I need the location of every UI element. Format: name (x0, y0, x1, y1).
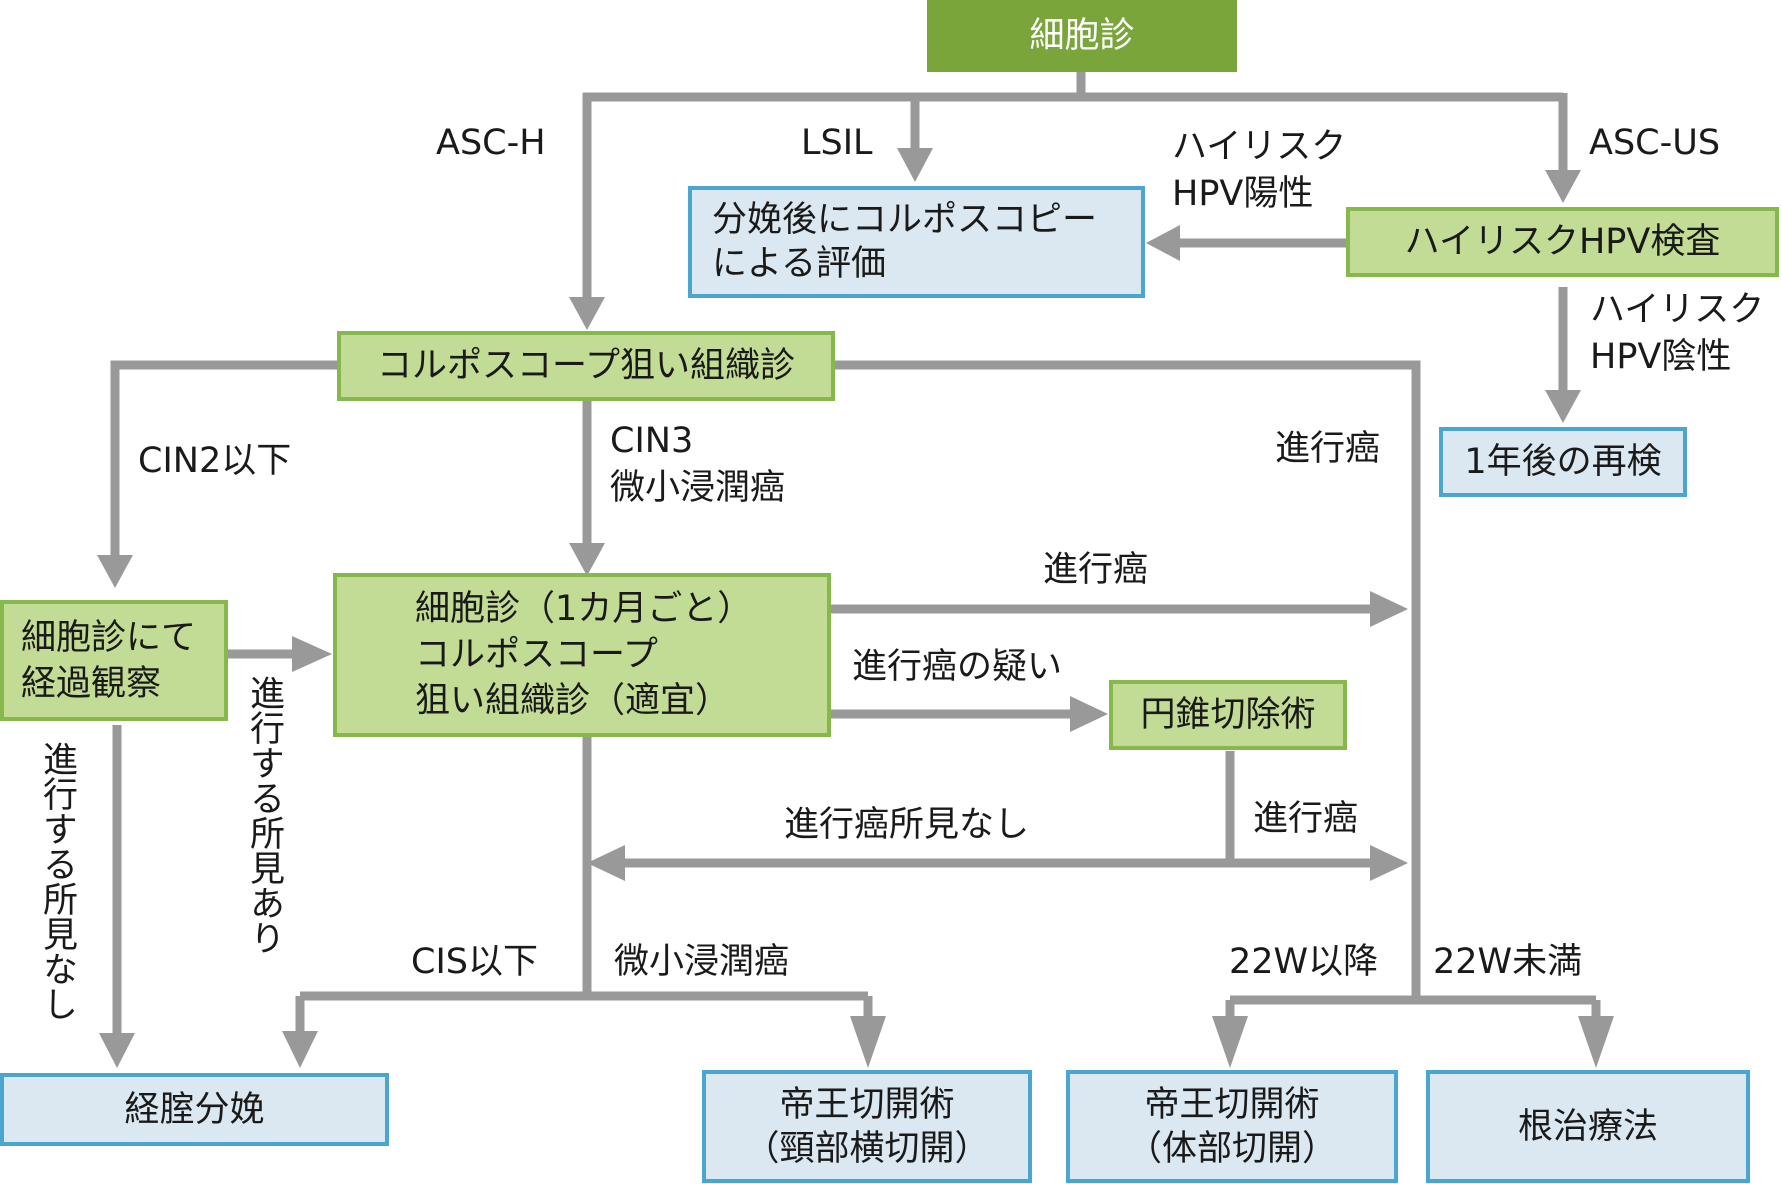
label-progression-none: 進行する所見なし (37, 741, 77, 1021)
node-cytology: 細胞診 (927, 0, 1237, 72)
node-monitor-line2: コルポスコープ (415, 635, 658, 675)
label-hr-negative-line1: ハイリスク (1590, 290, 1765, 330)
label-22w-after: 22W以降 (1229, 942, 1379, 982)
node-cs-low-line2: （頸部横切開） (744, 1128, 990, 1169)
arrowhead-colpo-eval (897, 148, 933, 182)
node-hpv-test: ハイリスクHPV検査 (1346, 207, 1779, 277)
label-asc-us: ASC-US (1589, 123, 1721, 163)
node-observe-line2: 経過観察 (21, 663, 162, 704)
node-monitor: 細胞診（1カ月ごと） コルポスコープ 狙い組織診（適宜） (333, 573, 831, 737)
connector-cytology-split (583, 72, 1563, 102)
node-conization-text: 円錐切除術 (1140, 695, 1316, 735)
label-hr-negative-line2: HPV陰性 (1590, 337, 1732, 377)
node-recheck: 1年後の再検 (1439, 427, 1687, 497)
label-cone-advanced: 進行癌 (1253, 799, 1359, 839)
node-monitor-line3: 狙い組織診（適宜） (415, 681, 731, 721)
arrowhead-observe (97, 555, 133, 588)
arrowhead-no-advanced (587, 845, 625, 881)
node-radical-text: 根治療法 (1517, 1106, 1658, 1147)
label-advanced-mid: 進行癌 (1043, 550, 1149, 590)
connector-gestation-split (1225, 995, 1601, 1016)
arrowhead-cs-low (850, 1016, 886, 1068)
label-cin2: CIN2以下 (138, 441, 292, 481)
label-cis: CIS以下 (411, 942, 538, 982)
node-biopsy: コルポスコープ狙い組織診 (337, 331, 835, 401)
node-cytology-text: 細胞診 (1029, 16, 1135, 56)
label-cin3: CIN3 微小浸潤癌 (610, 418, 785, 512)
connector-cin2 (110, 360, 337, 555)
label-no-advanced: 進行癌所見なし (784, 805, 1030, 845)
label-asc-h: ASC-H (436, 123, 546, 163)
node-biopsy-text: コルポスコープ狙い組織診 (377, 346, 795, 386)
label-cin3-line1: CIN3 (610, 421, 694, 461)
node-vaginal-delivery-text: 経腟分娩 (124, 1089, 265, 1130)
label-cin3-line2: 微小浸潤癌 (610, 468, 786, 508)
label-hr-negative: ハイリスク HPV陰性 (1590, 287, 1764, 381)
label-advanced-right: 進行癌 (1275, 429, 1381, 469)
node-observe: 細胞診にて 経過観察 (0, 600, 228, 721)
label-hr-positive: ハイリスク HPV陽性 (1172, 124, 1346, 218)
arrowhead-advanced-right (1370, 591, 1408, 627)
arrowhead-vaginal (282, 1031, 318, 1068)
label-microinvasive: 微小浸潤癌 (614, 942, 790, 982)
node-cs-body-line2: （体部切開） (1126, 1128, 1337, 1169)
arrowhead-cone-advanced (1370, 845, 1408, 881)
connector-biopsy-advanced (835, 360, 1421, 1000)
node-cs-low-line1: 帝王切開術 (779, 1084, 955, 1125)
label-22w-before: 22W未満 (1433, 942, 1583, 982)
node-hpv-test-text: ハイリスクHPV検査 (1404, 222, 1721, 262)
arrowhead-radical (1578, 1016, 1614, 1068)
node-vaginal-delivery: 経腟分娩 (0, 1073, 389, 1146)
label-hr-positive-line2: HPV陽性 (1172, 174, 1314, 214)
arrowhead-recheck (1545, 390, 1581, 423)
label-lsil: LSIL (801, 123, 873, 163)
arrowhead-monitor (569, 543, 605, 576)
arrowhead-vaginal-left (99, 1033, 135, 1068)
node-monitor-line1: 細胞診（1カ月ごと） (415, 589, 753, 629)
label-suspected-advanced: 進行癌の疑い (852, 647, 1063, 687)
node-colpo-eval: 分娩後にコルポスコピー による評価 (688, 186, 1145, 298)
arrowhead-biopsy (569, 297, 605, 330)
node-colpo-eval-line2: による評価 (712, 244, 886, 284)
node-conization: 円錐切除術 (1109, 680, 1347, 750)
node-recheck-text: 1年後の再検 (1464, 442, 1662, 482)
node-cs-body-line1: 帝王切開術 (1144, 1084, 1320, 1125)
node-radical: 根治療法 (1426, 1070, 1750, 1183)
arrowhead-colpo-eval-left (1146, 225, 1180, 261)
arrowhead-hpv-test (1545, 170, 1581, 203)
arrowhead-cs-body (1212, 1016, 1248, 1068)
arrowhead-conization (1070, 696, 1108, 732)
label-progression-found: 進行する所見あり (244, 675, 284, 955)
node-observe-line1: 細胞診にて (21, 617, 197, 658)
node-colpo-eval-line1: 分娩後にコルポスコピー (712, 200, 1098, 240)
connector-monitor-down (295, 737, 873, 1031)
node-cs-body: 帝王切開術 （体部切開） (1066, 1070, 1398, 1183)
arrowhead-monitor-left (292, 636, 332, 672)
label-hr-positive-line1: ハイリスク (1172, 127, 1347, 167)
node-cs-low: 帝王切開術 （頸部横切開） (702, 1070, 1032, 1183)
